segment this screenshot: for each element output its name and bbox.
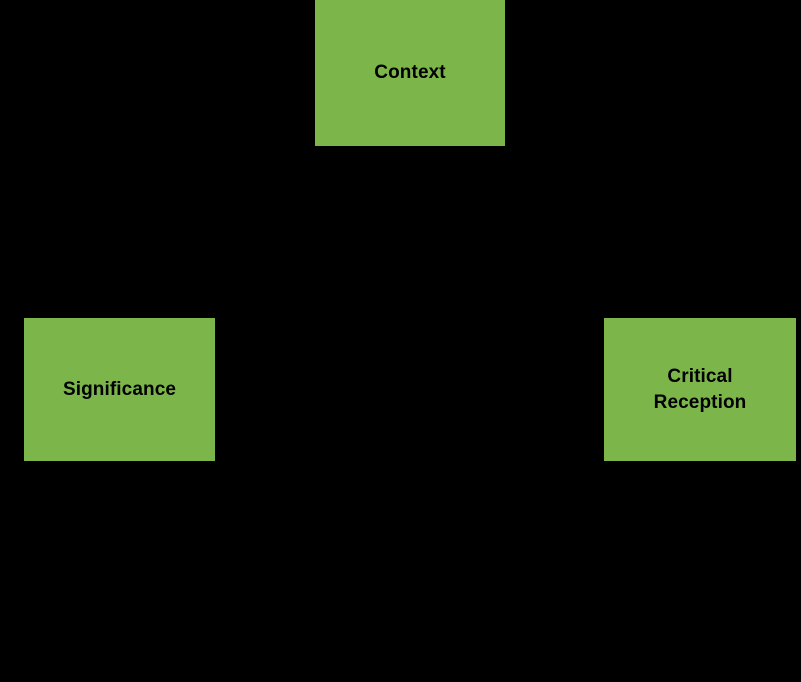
diagram-node-critical-reception[interactable]: Critical Reception [604,318,796,461]
diagram-node-significance-label: Significance [62,378,177,400]
diagram-node-significance[interactable]: Significance [24,318,215,461]
diagram-node-critical-reception-label: Critical Reception [653,365,747,413]
diagram-node-context-label: Context [374,62,446,84]
diagram-node-context[interactable]: Context [315,0,505,146]
